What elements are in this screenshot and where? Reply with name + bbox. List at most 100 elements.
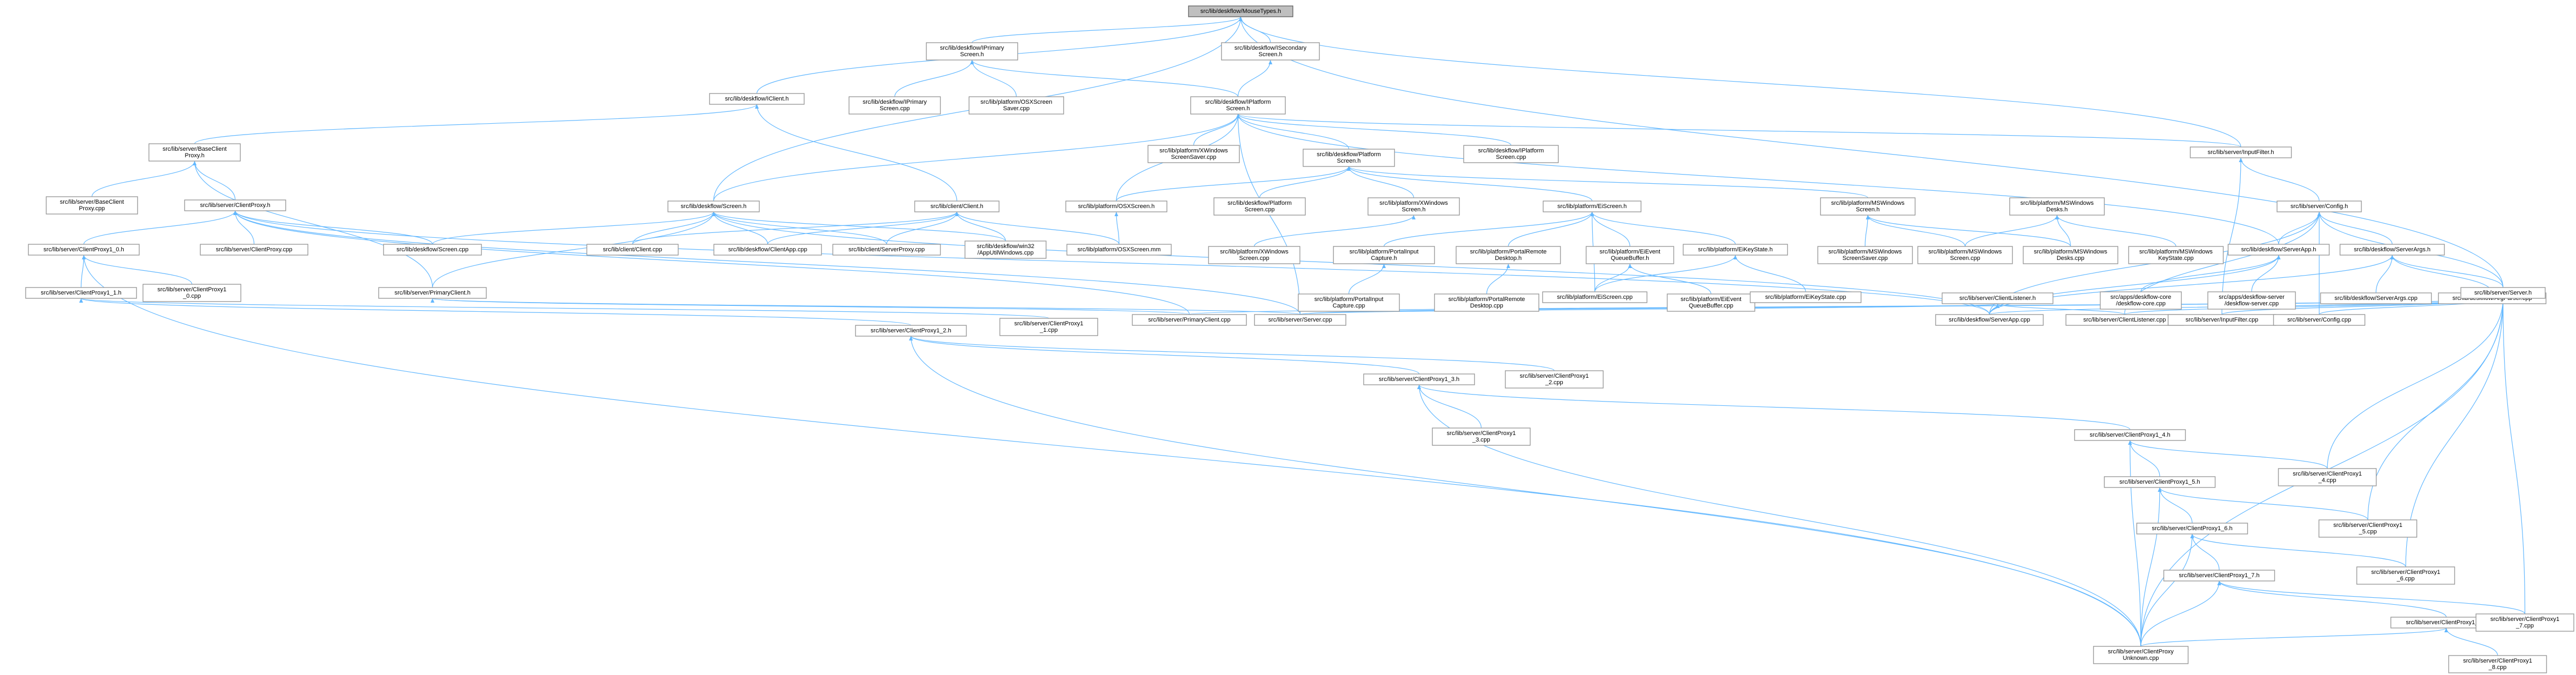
edge-configh-to-serverargsh: [2319, 211, 2393, 245]
graph-node-serverapph[interactable]: src/lib/deskflow/ServerApp.h: [2227, 244, 2330, 256]
graph-node-clientlistenercpp[interactable]: src/lib/server/ClientListener.cpp: [2065, 314, 2184, 326]
graph-node-inputfiltercpp[interactable]: src/lib/server/InputFilter.cpp: [2167, 314, 2277, 326]
graph-node-cp13cpp[interactable]: src/lib/server/ClientProxy1_3.cpp: [1432, 427, 1531, 446]
graph-node-cp16h[interactable]: src/lib/server/ClientProxy1_6.h: [2136, 523, 2248, 534]
graph-node-cproxycpp[interactable]: src/lib/server/ClientProxy.cpp: [199, 244, 309, 256]
edge-cp12h-to-cp12cpp: [910, 336, 1555, 371]
graph-node-cp12h[interactable]: src/lib/server/ClientProxy1_2.h: [855, 325, 967, 337]
graph-node-cp10h[interactable]: src/lib/server/ClientProxy1_0.h: [28, 244, 140, 256]
graph-node-cproxy[interactable]: src/lib/server/ClientProxy.h: [184, 199, 287, 211]
graph-node-cp12cpp[interactable]: src/lib/server/ClientProxy1_2.cpp: [1505, 370, 1604, 389]
graph-node-serverappcpp[interactable]: src/lib/deskflow/ServerApp.cpp: [1935, 314, 2044, 326]
node-box: [2356, 566, 2455, 585]
node-label: _0.cpp: [182, 293, 201, 299]
graph-node-osxscreenh[interactable]: src/lib/platform/OSXScreen.h: [1065, 201, 1168, 212]
node-box: [2278, 468, 2377, 486]
node-box: [199, 244, 309, 256]
graph-node-cp10cpp[interactable]: src/lib/server/ClientProxy1_0.cpp: [142, 284, 242, 302]
node-box: [2009, 197, 2105, 216]
graph-node-screencpp[interactable]: src/lib/deskflow/Screen.cpp: [383, 244, 482, 256]
graph-node-iclient[interactable]: src/lib/deskflow/IClient.h: [709, 93, 805, 105]
node-box: [2318, 519, 2418, 538]
graph-node-clientlistenerh[interactable]: src/lib/server/ClientListener.h: [1941, 292, 2054, 304]
node-label: Screen.h: [1856, 206, 1880, 213]
graph-node-cp18cpp[interactable]: src/lib/server/ClientProxy1_8.cpp: [2448, 655, 2547, 673]
graph-node-configh[interactable]: src/lib/server/Config.h: [2277, 201, 2362, 212]
graph-node-serverh[interactable]: src/lib/server/Server.h: [2460, 287, 2546, 299]
graph-node-clientcpp[interactable]: src/lib/client/Client.cpp: [586, 244, 679, 256]
graph-node-cp11cpp[interactable]: src/lib/server/ClientProxy1_1.cpp: [999, 318, 1099, 336]
graph-node-inputfilter[interactable]: src/lib/server/InputFilter.h: [2189, 146, 2292, 158]
graph-node-msssaver[interactable]: src/lib/platform/MSWindowsScreenSaver.cp…: [1817, 246, 1913, 264]
graph-node-apputi[interactable]: src/lib/deskflow/win32/AppUtilWindows.cp…: [964, 240, 1047, 259]
graph-node-cp14cpp[interactable]: src/lib/server/ClientProxy1_4.cpp: [2278, 468, 2377, 486]
graph-node-servercpp[interactable]: src/lib/server/Server.cpp: [1254, 314, 1347, 326]
edge-cp13h-to-unknown: [1419, 384, 2141, 647]
edge-arrowhead: [1733, 255, 1738, 259]
graph-node-eiscreencpp[interactable]: src/lib/platform/EiScreen.cpp: [1542, 291, 1648, 303]
graph-node-cp15cpp[interactable]: src/lib/server/ClientProxy1_5.cpp: [2318, 519, 2418, 538]
graph-node-clientapp[interactable]: src/lib/deskflow/ClientApp.cpp: [713, 244, 822, 256]
node-label: src/lib/deskflow/ServerApp.cpp: [1949, 317, 2030, 323]
graph-node-serverargscpp[interactable]: src/lib/deskflow/ServerArgs.cpp: [2320, 292, 2432, 304]
node-box: [1302, 149, 1395, 167]
graph-node-eikeystatecpp[interactable]: src/lib/platform/EiKeyState.cpp: [1749, 291, 1862, 303]
node-label: src/lib/server/ClientProxy1: [2463, 658, 2532, 664]
node-label: src/lib/platform/MSWindows: [1828, 249, 1902, 255]
graph-node-serverargsh[interactable]: src/lib/deskflow/ServerArgs.h: [2339, 244, 2445, 256]
graph-node-cp15h[interactable]: src/lib/server/ClientProxy1_5.h: [2104, 476, 2216, 488]
graph-node-cp17h[interactable]: src/lib/server/ClientProxy1_7.h: [2163, 570, 2275, 582]
graph-node-cp16cpp[interactable]: src/lib/server/ClientProxy1_6.cpp: [2356, 566, 2455, 585]
graph-node-primaryclienth[interactable]: src/lib/server/PrimaryClient.h: [378, 287, 487, 299]
graph-node-deskserver[interactable]: src/apps/deskflow-server/deskflow-server…: [2207, 291, 2296, 310]
graph-node-cp13h[interactable]: src/lib/server/ClientProxy1_3.h: [1363, 373, 1475, 385]
node-box: [2104, 476, 2216, 488]
edge-cp15h-to-cp16h: [2159, 487, 2193, 524]
edge-arrowhead: [1114, 212, 1119, 216]
graph-node-cp14h[interactable]: src/lib/server/ClientProxy1_4.h: [2074, 429, 2186, 441]
graph-node-root[interactable]: src/lib/deskflow/MouseTypes.h: [1188, 5, 1294, 17]
node-box: [1463, 145, 1559, 163]
graph-node-cp17cpp[interactable]: src/lib/server/ClientProxy1_7.cpp: [2475, 613, 2574, 632]
graph-node-cp11h[interactable]: src/lib/server/ClientProxy1_1.h: [25, 287, 137, 299]
graph-node-primaryclientcpp[interactable]: src/lib/server/PrimaryClient.cpp: [1131, 314, 1247, 326]
graph-node-deskcore[interactable]: src/apps/deskflow-core/deskflow-core.cpp: [2100, 291, 2182, 310]
edge-arrowhead: [2158, 487, 2162, 492]
graph-node-configcpp[interactable]: src/lib/server/Config.cpp: [2273, 314, 2366, 326]
graph-node-screenh[interactable]: src/lib/deskflow/Screen.h: [667, 201, 760, 212]
node-label: /deskflow-core.cpp: [2116, 300, 2166, 307]
edge-arrowhead: [2390, 255, 2394, 259]
graph-node-clienth[interactable]: src/lib/client/Client.h: [914, 201, 1000, 212]
graph-node-eiscreenh[interactable]: src/lib/platform/EiScreen.h: [1542, 201, 1642, 212]
graph-node-eikeystateh[interactable]: src/lib/platform/EiKeyState.h: [1682, 244, 1788, 256]
graph-node-cp18h[interactable]: src/lib/server/ClientProxy1_8.h: [2390, 617, 2502, 629]
graph-node-osxmm[interactable]: src/lib/platform/OSXScreen.mm: [1066, 244, 1172, 256]
node-label: src/lib/server/ClientProxy1: [2371, 569, 2440, 576]
graph-node-serverproxy[interactable]: src/lib/client/ServerProxy.cpp: [832, 244, 941, 256]
